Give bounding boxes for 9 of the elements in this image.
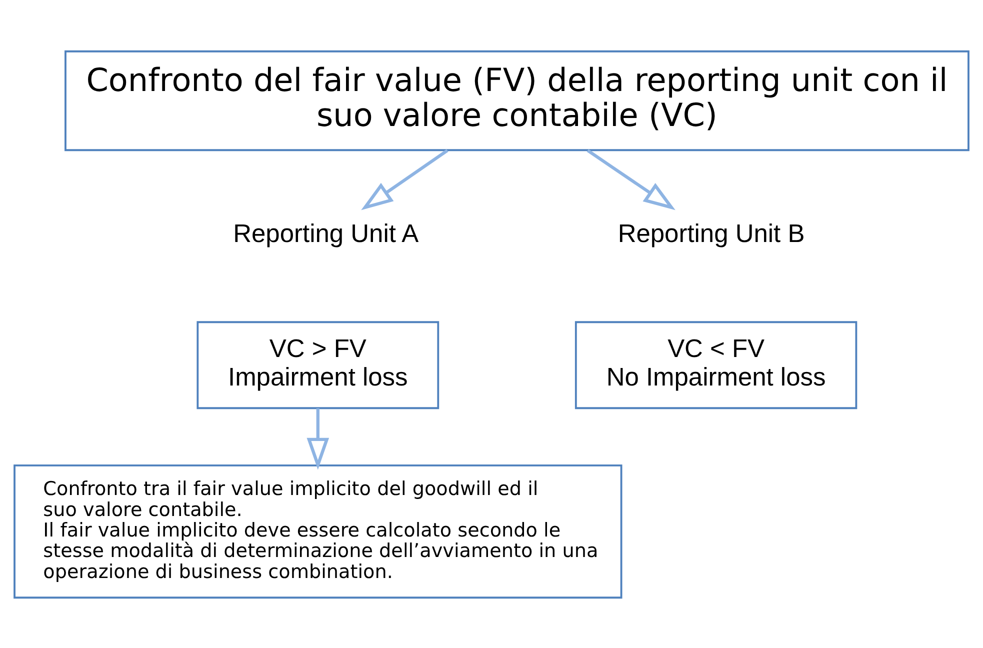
node-text: Reporting Unit B — [618, 220, 805, 248]
node-box: Confronto del fair value (FV) della reporting unit con il suo valore contabile (VC) — [64, 50, 970, 151]
node-box: Confronto tra il fair value implicito del goodwill ed il suo valore contabile. Il fair value implicito deve essere calcolato secondo le stesse modalità di determinazione dell’avviamento in una operazione di business combination. — [14, 464, 622, 598]
arrow — [306, 408, 330, 470]
node-box: VC > FV Impairment loss — [196, 320, 440, 409]
node-box: VC < FV No Impairment loss — [574, 320, 858, 409]
node-text: Reporting Unit A — [233, 220, 419, 248]
arrow — [361, 148, 448, 210]
arrow — [586, 148, 676, 210]
